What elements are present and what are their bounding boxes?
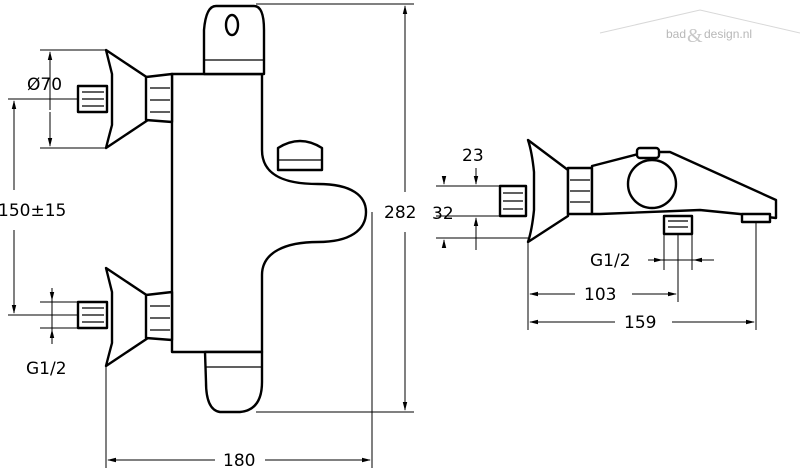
mixer-body (170, 72, 368, 354)
front-view: Ø70 150±15 G1/2 180 (0, 3, 416, 471)
side-thread-label: G1/2 (590, 251, 631, 271)
dim-offset-23 (436, 168, 500, 217)
watermark-text-left: bad (666, 27, 686, 41)
side-escutcheon (526, 138, 570, 244)
dim-width (105, 212, 373, 468)
dim-thread-side (648, 234, 714, 270)
side-knob (626, 158, 678, 210)
upper-escutcheon (104, 48, 150, 150)
dim-spout-103 (527, 234, 679, 330)
flow-knob-bottom (203, 350, 264, 414)
center-distance-label: 150±15 (0, 201, 66, 221)
dim-depth-159 (529, 222, 757, 330)
safety-button (276, 139, 324, 172)
temperature-knob-top (202, 4, 266, 76)
spout-distance-label: 103 (584, 285, 616, 305)
side-view: 23 32 G1/2 103 (432, 138, 778, 333)
watermark-text-right: design.nl (704, 27, 752, 41)
side-outlet (662, 214, 694, 236)
diameter-label: Ø70 (27, 75, 62, 95)
lower-escutcheon (104, 266, 150, 368)
watermark-ampersand: & (687, 25, 703, 47)
depth-label: 159 (624, 313, 656, 333)
watermark-logo: bad & design.nl (599, 9, 800, 47)
body-label: 32 (432, 204, 454, 224)
dim-thread-front (40, 288, 78, 344)
dim-height (256, 3, 414, 413)
side-body (590, 150, 778, 220)
height-label: 282 (384, 203, 416, 223)
width-label: 180 (223, 451, 255, 471)
front-thread-label: G1/2 (26, 359, 67, 379)
dim-diameter (40, 49, 106, 149)
dim-center-distance (8, 98, 78, 316)
dim-body-32 (436, 175, 528, 250)
offset-label: 23 (462, 146, 484, 166)
